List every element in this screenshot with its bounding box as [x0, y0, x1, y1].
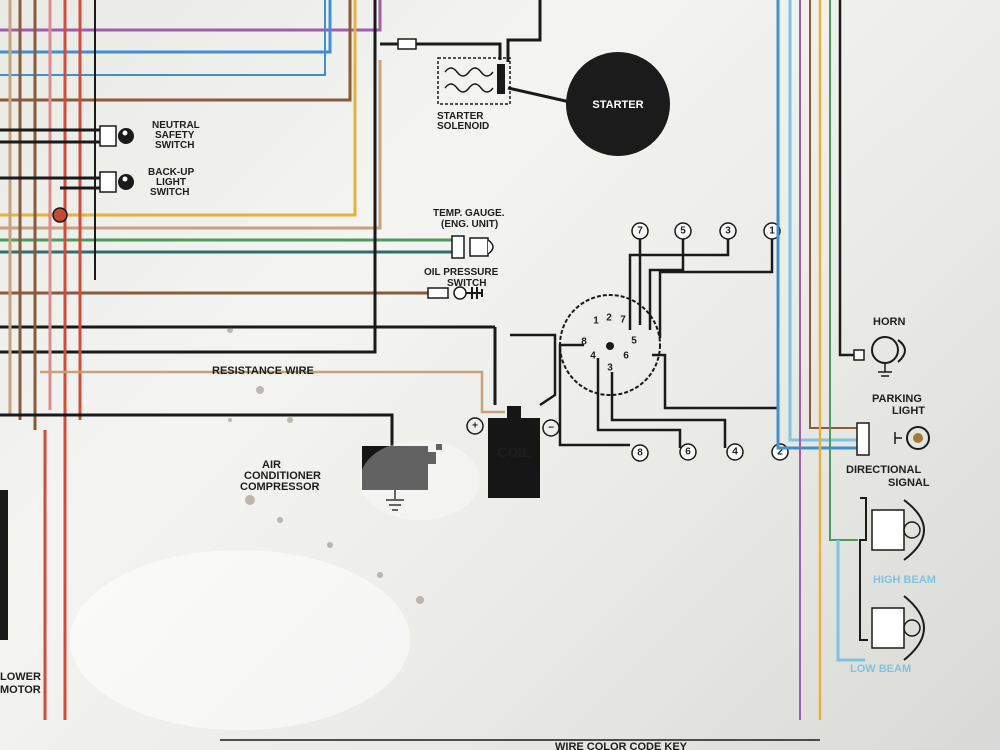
bottom-terminals: 8 6 4 2 [631, 443, 789, 462]
pin-8: 8 [581, 337, 587, 348]
directional-label-1: DIRECTIONAL [846, 464, 921, 476]
backup-light-switch [0, 171, 134, 193]
pin-1: 1 [593, 316, 599, 327]
oil-pressure-switch [427, 286, 483, 300]
coil-positive-terminal [466, 417, 484, 435]
high-beam-headlight [859, 497, 925, 641]
connector-center [606, 342, 614, 350]
splice-node [52, 207, 68, 223]
top-terminal-7: 7 [637, 226, 643, 237]
oil-pressure-label-1: OIL PRESSURE [424, 267, 499, 278]
directional-label-2: SIGNAL [888, 477, 930, 489]
wire-key-label: WIRE COLOR CODE KEY [555, 741, 688, 750]
top-terminal-1: 1 [769, 226, 775, 237]
connector-wiring [558, 238, 780, 448]
connector-housing [559, 294, 661, 396]
backup-label-1: BACK-UP [148, 167, 194, 178]
neutral-safety-switch [0, 125, 134, 147]
horn-label: HORN [873, 316, 905, 328]
coil-wiring [0, 327, 557, 446]
dirt-specks [227, 327, 424, 604]
right-wire-bundle [776, 0, 865, 720]
neutral-label-1: NEUTRAL [152, 120, 200, 131]
low-beam-headlight [871, 595, 925, 661]
bottom-terminal-4: 4 [732, 447, 738, 458]
top-terminal-5: 5 [680, 226, 686, 237]
left-wire-bundle [0, 0, 495, 720]
ignition-coil [488, 406, 540, 498]
backup-label-2: LIGHT [156, 177, 186, 188]
ac-label-3: COMPRESSOR [240, 481, 320, 493]
starter-label: STARTER [592, 99, 643, 111]
backup-label-3: SWITCH [150, 187, 189, 198]
starter-solenoid-label-2: SOLENOID [437, 121, 489, 132]
parking-light [856, 422, 930, 456]
pin-7: 7 [620, 315, 626, 326]
pin-4: 4 [590, 351, 596, 362]
starter-solenoid-label-1: STARTER [437, 111, 484, 122]
connector-pins: 1 2 7 8 4 5 3 6 [581, 313, 637, 374]
low-beam-label: LOW BEAM [850, 663, 911, 675]
high-beam-label: HIGH BEAM [873, 574, 936, 586]
top-terminals: 7 5 3 1 [631, 222, 781, 240]
temp-gauge-label-2: (ENG. UNIT) [441, 219, 498, 230]
coil-plus-label: + [472, 421, 478, 432]
coil-minus-label: − [548, 423, 554, 434]
pin-3: 3 [607, 363, 613, 374]
starter-solenoid [437, 57, 511, 105]
ac-label-1: AIR [262, 459, 281, 471]
bottom-terminal-6: 6 [685, 447, 691, 458]
solenoid-wiring [380, 0, 571, 104]
photo-glare [70, 440, 480, 730]
pin-6: 6 [623, 351, 629, 362]
bottom-terminal-2: 2 [777, 447, 783, 458]
neutral-label-3: SWITCH [155, 140, 194, 151]
ac-label-2: CONDITIONER [244, 470, 321, 482]
blower-label-1: LOWER [0, 671, 41, 683]
blower-motor-edge [0, 490, 8, 640]
top-terminal-3: 3 [725, 226, 731, 237]
pin-5: 5 [631, 336, 637, 347]
temp-gauge-label-1: TEMP. GAUGE. [433, 208, 505, 219]
resistance-wire-label: RESISTANCE WIRE [212, 365, 314, 377]
starter-motor [566, 52, 670, 156]
horn [853, 336, 906, 377]
pin-2: 2 [606, 313, 612, 324]
blower-label-2: MOTOR [0, 684, 41, 696]
coil-label: COIL [497, 444, 531, 460]
fuse-link [397, 38, 417, 50]
parking-label-1: PARKING [872, 393, 922, 405]
bottom-terminal-8: 8 [637, 448, 643, 459]
parking-label-2: LIGHT [892, 405, 925, 417]
neutral-label-2: SAFETY [155, 130, 195, 141]
ac-compressor [362, 444, 442, 511]
oil-pressure-label-2: SWITCH [447, 278, 486, 289]
temp-gauge-sender [451, 235, 494, 259]
